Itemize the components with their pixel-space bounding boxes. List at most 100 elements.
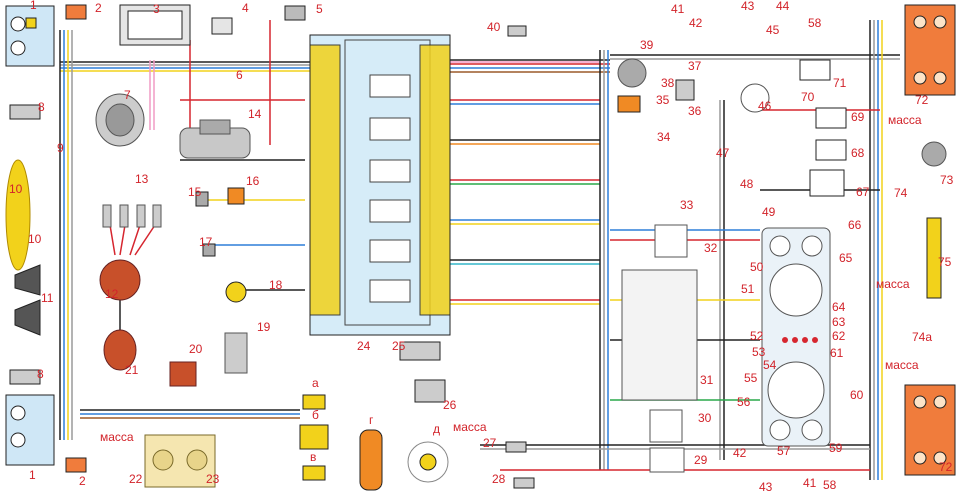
brake-switch-icon	[649, 447, 685, 473]
callout-number-c42a: 42	[689, 16, 703, 30]
label-lv: в	[310, 450, 316, 464]
callout-number-c58b: 58	[823, 478, 837, 492]
callout-number-c23: 23	[206, 472, 220, 486]
callout-number-c25: 25	[392, 339, 406, 353]
callout-number-c74a: 74a	[912, 330, 932, 344]
callout-number-c36: 36	[688, 104, 702, 118]
taillight-rear-right-top-icon	[904, 4, 956, 96]
callout-number-c38: 38	[661, 76, 675, 90]
starter-motor-icon	[179, 119, 251, 159]
callout-number-c50: 50	[750, 260, 764, 274]
fuel-gauge-sensor-icon	[921, 141, 947, 167]
callout-number-c61: 61	[830, 346, 844, 360]
callout-number-c56: 56	[737, 395, 751, 409]
label-lg: г	[369, 413, 374, 427]
label-lb: б	[312, 408, 319, 422]
callout-number-c39: 39	[640, 38, 654, 52]
callout-number-c46: 46	[758, 99, 772, 113]
callout-number-c74: 74	[894, 186, 908, 200]
callout-number-c15: 15	[188, 185, 202, 199]
callout-number-c70: 70	[801, 90, 815, 104]
callout-number-c37: 37	[688, 59, 702, 73]
relay-67-icon	[809, 169, 845, 197]
ignition-coil-icon	[103, 329, 137, 371]
callout-number-c31: 31	[700, 373, 714, 387]
callout-number-c53: 53	[752, 345, 766, 359]
callout-number-c60: 60	[850, 388, 864, 402]
hazard-switch-icon	[654, 224, 688, 258]
callout-number-c30: 30	[698, 411, 712, 425]
sensor-28-icon	[513, 477, 535, 489]
label-massa2: масса	[453, 420, 487, 434]
sensor-8b-icon	[9, 369, 41, 385]
callout-number-c14: 14	[248, 107, 262, 121]
callout-number-c63: 63	[832, 315, 846, 329]
callout-number-c66: 66	[848, 218, 862, 232]
callout-number-c71: 71	[833, 76, 847, 90]
callout-number-c19: 19	[257, 320, 271, 334]
headlight-switch-icon	[144, 434, 216, 488]
callout-number-c10b: 10	[28, 232, 42, 246]
callout-number-c64: 64	[832, 300, 846, 314]
callout-number-c13: 13	[135, 172, 149, 186]
turn-signal-front-left-icon	[65, 4, 87, 20]
relay-37-icon	[675, 79, 695, 101]
callout-number-c57: 57	[777, 444, 791, 458]
callout-number-c41a: 41	[671, 2, 685, 16]
callout-number-c43b: 43	[759, 480, 773, 494]
fuse-box-icon	[309, 34, 451, 336]
relay-69-icon	[815, 107, 847, 129]
callout-number-c11: 11	[41, 291, 54, 305]
callout-number-c43a: 43	[741, 0, 755, 13]
label-massa1: масса	[100, 430, 134, 444]
callout-number-c18: 18	[269, 278, 283, 292]
sensor-15-icon	[195, 191, 209, 207]
callout-number-c47: 47	[716, 146, 730, 160]
hazard-relay-icon	[414, 379, 446, 403]
sensor-17-icon	[202, 243, 216, 257]
callout-number-c3: 3	[153, 2, 160, 16]
wire-harness	[59, 20, 900, 480]
callout-number-c34: 34	[657, 130, 671, 144]
callout-number-c55: 55	[744, 371, 758, 385]
callout-number-c28: 28	[492, 472, 506, 486]
sensor-5-icon	[284, 5, 306, 21]
heater-switch-icon	[617, 95, 641, 113]
callout-number-c73: 73	[940, 173, 954, 187]
label-massa4: масса	[876, 277, 910, 291]
callout-number-c2b: 2	[79, 474, 86, 488]
callout-number-c21: 21	[125, 363, 139, 377]
headlight-bottom-left-icon	[5, 394, 55, 466]
sensor-40-icon	[507, 25, 527, 37]
connector-legend-icon	[299, 394, 449, 491]
spark-plug-icon	[102, 204, 162, 228]
callout-number-c68: 68	[851, 146, 865, 160]
callout-number-c75: 75	[938, 255, 952, 269]
callout-number-c51: 51	[741, 282, 755, 296]
switch-71-icon	[799, 59, 831, 81]
callout-number-c17: 17	[199, 235, 213, 249]
callout-number-c6: 6	[236, 68, 243, 82]
callout-number-c2a: 2	[95, 1, 102, 15]
license-light-icon	[926, 217, 942, 299]
sensor-16-icon	[227, 187, 245, 205]
relay-68-icon	[815, 139, 847, 161]
relay-25-icon	[399, 341, 441, 361]
combination-switch-icon	[621, 269, 698, 401]
ignition-switch-icon	[649, 409, 683, 443]
callout-number-c7: 7	[124, 88, 131, 102]
callout-number-c8a: 8	[38, 100, 45, 114]
callout-number-c44: 44	[776, 0, 790, 13]
callout-number-c48: 48	[740, 177, 754, 191]
heater-motor-icon	[617, 58, 647, 88]
callout-number-c67: 67	[856, 185, 870, 199]
callout-number-c65: 65	[839, 251, 853, 265]
headlight-left-icon	[5, 5, 55, 67]
callout-number-c24: 24	[357, 339, 371, 353]
callout-number-c52: 52	[750, 329, 764, 343]
label-massa3: масса	[888, 113, 922, 127]
label-massa5: масса	[885, 358, 919, 372]
callout-number-c1a: 1	[30, 0, 37, 12]
